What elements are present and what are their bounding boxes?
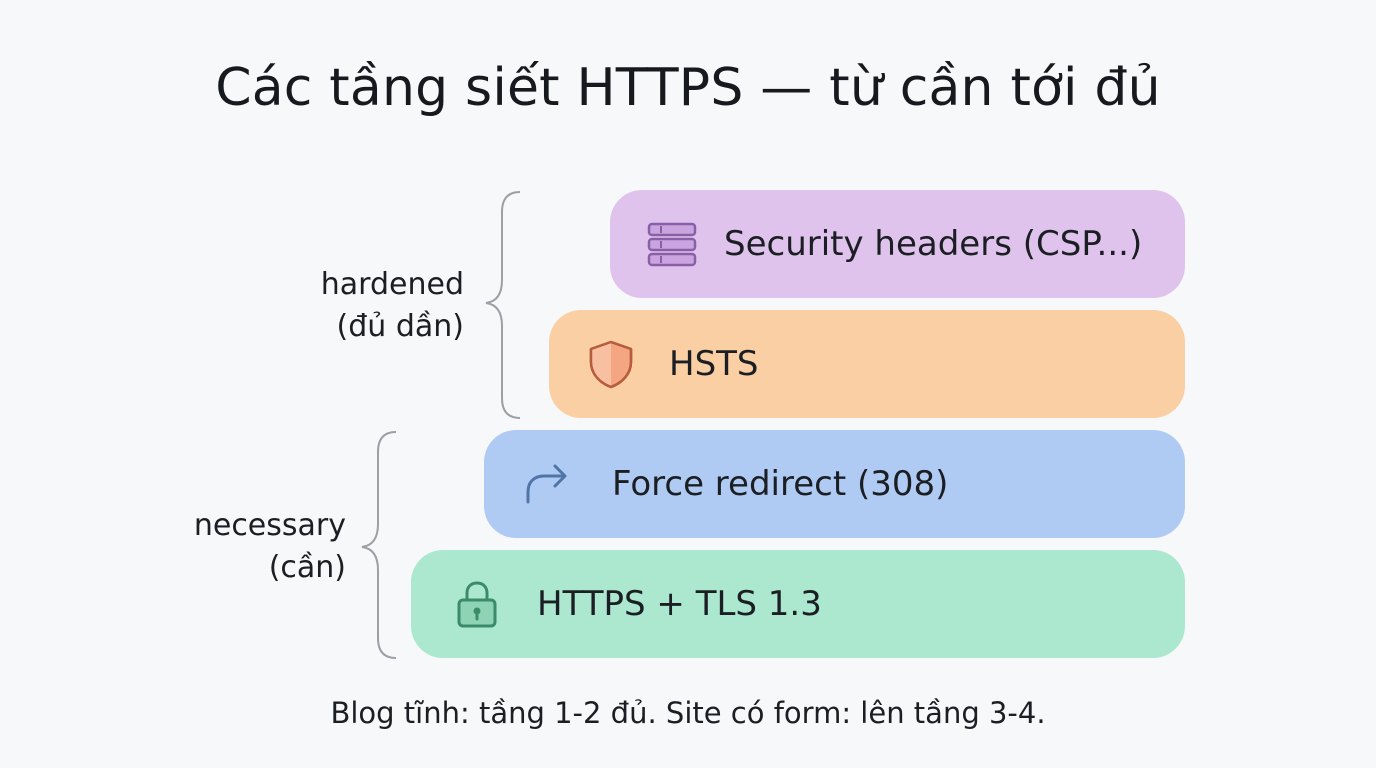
group-label-necessary-line2: (cần) [268,550,346,585]
lock-icon [451,578,503,630]
brace-hardened [485,191,521,419]
layer-security-headers: Security headers (CSP...) [610,190,1185,298]
layer-hsts: HSTS [549,310,1185,418]
page-title: Các tầng siết HTTPS — từ cần tới đủ [215,58,1161,118]
server-stack-icon [646,218,698,270]
layer-force-redirect: Force redirect (308) [484,430,1185,538]
layer-label: Security headers (CSP...) [724,224,1143,264]
shield-icon [585,338,637,390]
layer-https-tls: HTTPS + TLS 1.3 [411,550,1185,658]
redirect-arrow-icon [520,458,572,510]
layer-label: Force redirect (308) [612,464,949,504]
group-label-hardened: hardened (đủ dần) [321,264,464,348]
layer-label: HTTPS + TLS 1.3 [537,584,822,624]
group-label-hardened-line1: hardened [320,267,464,302]
group-label-necessary-line1: necessary [193,508,346,543]
footer-note: Blog tĩnh: tầng 1-2 đủ. Site có form: lê… [330,696,1046,730]
group-label-hardened-line2: (đủ dần) [336,309,464,344]
brace-necessary [361,431,397,659]
layer-label: HSTS [669,344,759,384]
group-label-necessary: necessary (cần) [194,505,346,589]
